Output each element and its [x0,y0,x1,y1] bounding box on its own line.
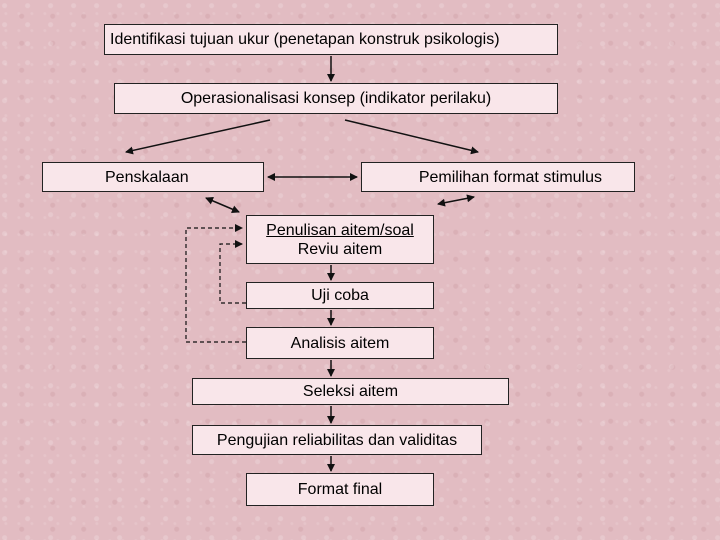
node-seleksi-label: Seleksi aitem [302,383,399,400]
node-pengujian-label: Pengujian reliabilitas dan validitas [216,431,458,449]
node-penulisan: Penulisan aitem/soal Reviu aitem [246,215,434,264]
feedback-uji-coba-to-penulisan [219,240,246,304]
node-format-final: Format final [246,473,434,506]
node-uji-coba: Uji coba [246,282,434,309]
node-penulisan-line1: Penulisan aitem/soal [266,221,414,239]
node-penskalaan-label: Penskalaan [105,168,189,186]
node-penulisan-line2: Reviu aitem [297,240,383,258]
arrow-pemilihan-penulisan [437,194,475,207]
arrow-operasionalisasi-to-pemilihan [344,119,479,155]
node-pengujian: Pengujian reliabilitas dan validitas [192,425,482,455]
node-penskalaan: Penskalaan [42,162,264,192]
node-identifikasi-label: Identifikasi tujuan ukur (penetapan kons… [110,31,500,48]
node-format-final-label: Format final [297,481,383,498]
node-operasionalisasi-label: Operasionalisasi konsep (indikator peril… [180,90,492,107]
node-analisis-label: Analisis aitem [290,334,390,352]
arrow-penskalaan-penulisan [205,197,240,213]
node-pemilihan: Pemilihan format stimulus [361,162,635,192]
node-identifikasi: Identifikasi tujuan ukur (penetapan kons… [104,24,558,55]
node-uji-coba-label: Uji coba [311,287,369,304]
node-pemilihan-label: Pemilihan format stimulus [418,168,602,186]
node-analisis: Analisis aitem [246,327,434,359]
arrow-operasionalisasi-to-penskalaan [125,119,271,155]
feedback-analisis-to-penulisan [185,224,246,343]
node-operasionalisasi: Operasionalisasi konsep (indikator peril… [114,83,558,114]
node-seleksi: Seleksi aitem [192,378,509,405]
